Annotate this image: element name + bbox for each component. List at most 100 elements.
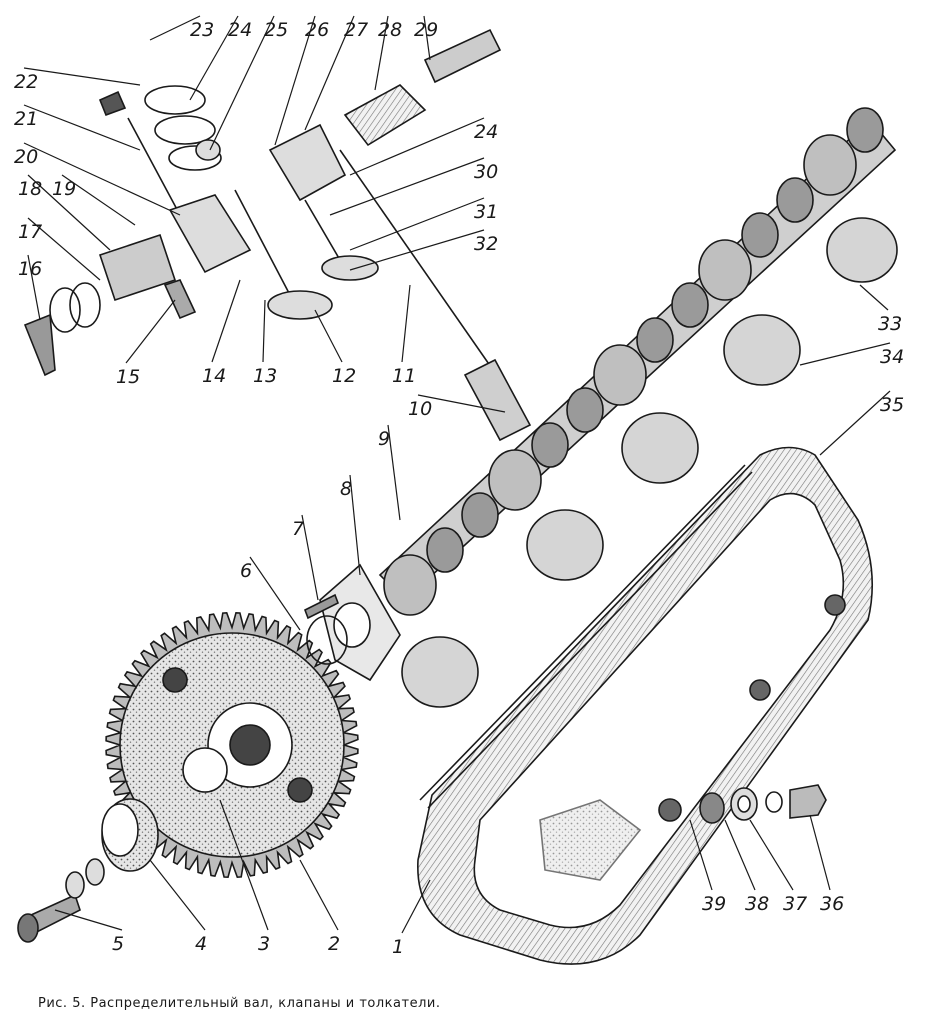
leader-line-7 [301,514,319,601]
part-label-7: 7 [292,518,304,540]
leader-line-35 [819,390,891,456]
part-label-38: 38 [745,893,769,915]
part-label-26: 26 [305,19,329,41]
leader-lines [23,15,891,934]
leader-line-20 [23,142,181,216]
leader-line-23 [149,15,201,41]
leader-line-38 [724,819,756,891]
part-label-18: 18 [18,178,42,200]
camshaft-lobe [461,492,499,538]
part-label-21: 21 [14,108,38,130]
part-label-3: 3 [258,933,270,955]
camshaft-lobe [488,449,542,511]
part-label-36: 36 [820,893,844,915]
bolt-part [17,858,105,943]
part-label-39: 39 [702,893,726,915]
leader-line-2 [299,859,339,931]
leader-line-15 [125,299,176,364]
leader-line-13 [262,299,266,363]
part-label-27: 27 [344,19,368,41]
part-label-4: 4 [195,933,207,955]
leader-line-24 [189,15,239,101]
part-label-20: 20 [14,146,38,168]
camshaft-lobe [383,554,437,616]
valve-cover-part [417,446,874,965]
camshaft-lobe [636,317,674,363]
leader-line-28 [374,15,389,91]
leader-line-33 [859,284,889,311]
figure-caption: Рис. 5. Распределительный вал, клапаны и… [38,996,441,1011]
leader-line-3 [219,799,269,931]
part-label-9: 9 [378,428,390,450]
leader-line-34 [799,342,891,366]
gasket-part [419,464,753,809]
part-label-19: 19 [52,178,76,200]
pushrod-part [339,149,532,442]
leader-line-4 [149,859,206,931]
valve-parts [98,28,502,320]
part-label-17: 17 [18,221,42,243]
camshaft-lobe [566,387,604,433]
part-label-32: 32 [474,233,498,255]
leader-line-30 [329,157,485,216]
camshaft-lobe [531,422,569,468]
leader-line-11 [401,284,411,363]
camshaft-lobe [803,134,857,196]
part-label-30: 30 [474,161,498,183]
camshaft-lobe [846,107,884,153]
camshaft-lobe [698,239,752,301]
camshaft-lobe [671,282,709,328]
part-label-16: 16 [18,258,42,280]
leader-line-22 [23,67,141,86]
part-label-23: 23 [190,19,214,41]
leader-line-12 [314,309,343,363]
leader-line-21 [23,104,141,151]
part-label-24: 24 [228,19,252,41]
camshaft-lobe [593,344,647,406]
leader-line-39 [689,819,713,891]
part-label-14: 14 [202,365,226,387]
leader-line-18 [27,174,111,251]
bearing-shells [401,217,898,708]
rocker-parts [23,117,252,377]
leader-line-27 [304,15,355,131]
leader-line-5 [54,909,123,931]
thrust-flange-part [303,563,401,682]
leader-line-37 [749,819,794,891]
part-label-12: 12 [332,365,356,387]
part-label-37: 37 [783,893,807,915]
leader-line-26 [274,15,316,146]
leader-line-17 [27,217,101,281]
part-label-10: 10 [408,398,432,420]
part-label-15: 15 [116,366,140,388]
part-label-8: 8 [340,478,352,500]
leader-line-32 [349,229,485,271]
leader-line-31 [349,197,485,251]
camshaft-lobe [426,527,464,573]
leader-line-1 [401,879,431,934]
part-label-24: 24 [474,121,498,143]
part-label-2: 2 [328,933,340,955]
part-label-33: 33 [878,313,902,335]
part-label-28: 28 [378,19,402,41]
camshaft-lobe [741,212,779,258]
part-label-31: 31 [474,201,498,223]
camshaft-part [378,107,897,616]
leader-line-29 [423,15,431,61]
part-label-1: 1 [392,936,404,958]
leader-line-24 [349,117,485,176]
leader-line-19 [61,174,136,226]
timing-gear-part [105,611,359,879]
leader-line-6 [249,556,301,631]
leader-line-16 [27,254,41,321]
part-label-5: 5 [112,933,124,955]
part-label-34: 34 [880,346,904,368]
drain-plug-parts [699,784,827,824]
part-label-11: 11 [392,365,416,387]
leader-line-8 [349,474,361,576]
part-label-29: 29 [414,19,438,41]
camshaft-lobe [776,177,814,223]
